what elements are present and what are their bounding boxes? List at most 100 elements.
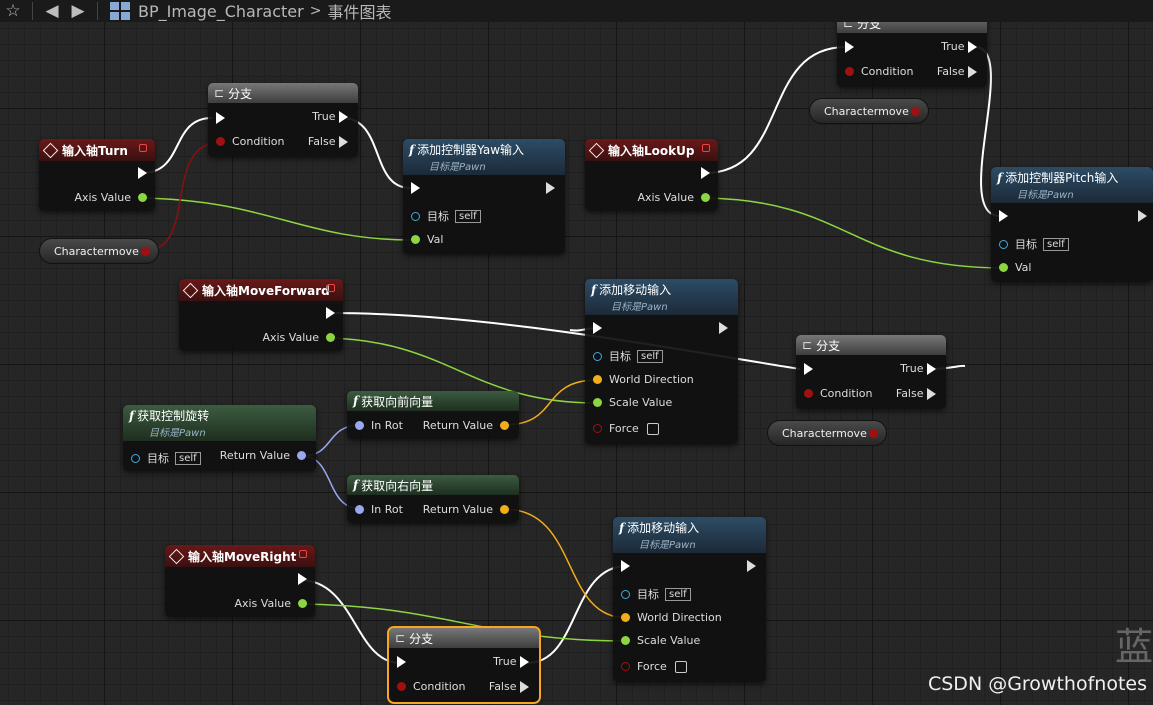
pin-label: Val <box>427 233 444 246</box>
node-title: 获取向右向量 <box>361 478 434 493</box>
pin-label: True <box>493 655 517 668</box>
exec-out-pin[interactable] <box>298 573 307 585</box>
input-axis-moveright-node[interactable]: 输入轴MoveRight Axis Value <box>165 545 315 617</box>
in-rot-pin[interactable]: In Rot <box>355 419 403 432</box>
branch-node-selected[interactable]: ⊏分支 True Condition False <box>387 626 541 704</box>
node-title: 输入轴LookUp <box>608 143 695 158</box>
pin-label: False <box>307 135 336 148</box>
condition-pin[interactable]: Condition <box>804 387 873 400</box>
pin-label: Return Value <box>422 419 493 432</box>
variable-label: Charactermove <box>54 244 139 258</box>
axis-value-pin[interactable]: Axis Value <box>74 191 147 204</box>
false-pin[interactable]: False <box>937 65 977 78</box>
return-value-pin[interactable]: Return Value <box>423 503 509 516</box>
exec-in-pin[interactable] <box>397 656 406 668</box>
blueprint-name[interactable]: BP_Image_Character <box>138 1 304 21</box>
pin-label: True <box>900 362 924 375</box>
exec-in-pin[interactable] <box>999 210 1008 222</box>
exec-out-pin[interactable] <box>138 167 147 179</box>
exec-out-pin[interactable] <box>1138 210 1147 222</box>
input-axis-lookup-node[interactable]: 输入轴LookUp Axis Value <box>585 139 718 211</box>
axis-value-pin[interactable]: Axis Value <box>234 597 307 610</box>
forward-arrow-icon[interactable]: ▶ <box>71 1 85 21</box>
condition-pin[interactable]: Condition <box>216 135 285 148</box>
axis-value-pin[interactable]: Axis Value <box>637 191 710 204</box>
exec-in-pin[interactable] <box>593 322 602 334</box>
graph-name[interactable]: 事件图表 <box>327 3 392 22</box>
blueprint-icon <box>110 2 130 20</box>
input-axis-moveforward-node[interactable]: 输入轴MoveForward Axis Value <box>179 279 343 351</box>
false-pin[interactable]: False <box>489 680 529 693</box>
force-checkbox[interactable] <box>646 422 659 435</box>
force-checkbox[interactable] <box>674 660 687 673</box>
return-value-pin[interactable]: Return Value <box>220 449 306 462</box>
exec-in-pin[interactable] <box>621 560 630 572</box>
node-header: ⊏分支 <box>796 335 946 355</box>
branch-icon: ⊏ <box>843 16 854 30</box>
branch-node[interactable]: ⊏分支 True Condition False <box>837 13 987 87</box>
true-pin[interactable]: True <box>312 110 348 123</box>
variable-output-pin[interactable] <box>141 246 150 256</box>
pin-label: 目标 <box>609 350 631 363</box>
false-pin[interactable]: False <box>896 387 936 400</box>
true-pin[interactable]: True <box>941 40 977 53</box>
true-pin[interactable]: True <box>900 362 936 375</box>
exec-in-pin[interactable] <box>845 41 854 53</box>
return-value-pin[interactable]: Return Value <box>423 419 509 432</box>
scale-value-pin[interactable]: Scale Value <box>621 634 700 647</box>
branch-node[interactable]: ⊏分支 True Condition False <box>208 83 358 157</box>
back-arrow-icon[interactable]: ◀ <box>45 1 59 21</box>
star-icon[interactable]: ☆ <box>5 1 21 21</box>
true-pin[interactable]: True <box>493 655 529 668</box>
exec-in-pin[interactable] <box>804 363 813 375</box>
exec-out-pin[interactable] <box>701 167 710 179</box>
exec-out-pin[interactable] <box>326 307 335 319</box>
false-pin[interactable]: False <box>308 135 348 148</box>
branch-node[interactable]: ⊏分支 True Condition False <box>796 335 946 409</box>
exec-out-pin[interactable] <box>719 322 728 334</box>
charactermove-variable-node[interactable]: Charactermove <box>809 98 929 124</box>
charactermove-variable-node[interactable]: Charactermove <box>767 420 887 446</box>
input-axis-turn-node[interactable]: 输入轴Turn Axis Value <box>39 139 155 211</box>
pin-label: Condition <box>820 387 873 400</box>
scale-value-pin[interactable]: Scale Value <box>593 396 672 409</box>
world-direction-pin[interactable]: World Direction <box>621 611 722 624</box>
exec-in-pin[interactable] <box>216 112 225 124</box>
force-pin[interactable]: Force <box>621 660 687 673</box>
variable-output-pin[interactable] <box>911 106 920 116</box>
node-header: 输入轴MoveForward <box>179 279 343 301</box>
in-rot-pin[interactable]: In Rot <box>355 503 403 516</box>
condition-pin[interactable]: Condition <box>845 65 914 78</box>
graph-type-label: 蓝 <box>1114 625 1153 669</box>
world-direction-pin[interactable]: World Direction <box>593 373 694 386</box>
force-pin[interactable]: Force <box>593 422 659 435</box>
val-pin[interactable]: Val <box>999 261 1031 274</box>
val-pin[interactable]: Val <box>411 233 443 246</box>
charactermove-variable-node[interactable]: Charactermove <box>39 238 159 264</box>
exec-in-pin[interactable] <box>411 182 420 194</box>
exec-out-pin[interactable] <box>747 560 756 572</box>
condition-pin[interactable]: Condition <box>397 680 466 693</box>
variable-label: Charactermove <box>782 426 867 440</box>
node-title: 输入轴Turn <box>62 143 128 158</box>
exec-out-pin[interactable] <box>546 182 555 194</box>
variable-label: Charactermove <box>824 104 909 118</box>
axis-value-pin[interactable]: Axis Value <box>262 331 335 344</box>
pin-label: 目标 <box>637 588 659 601</box>
pin-label: Axis Value <box>234 597 291 610</box>
event-icon <box>182 282 199 298</box>
variable-output-pin[interactable] <box>869 428 878 438</box>
